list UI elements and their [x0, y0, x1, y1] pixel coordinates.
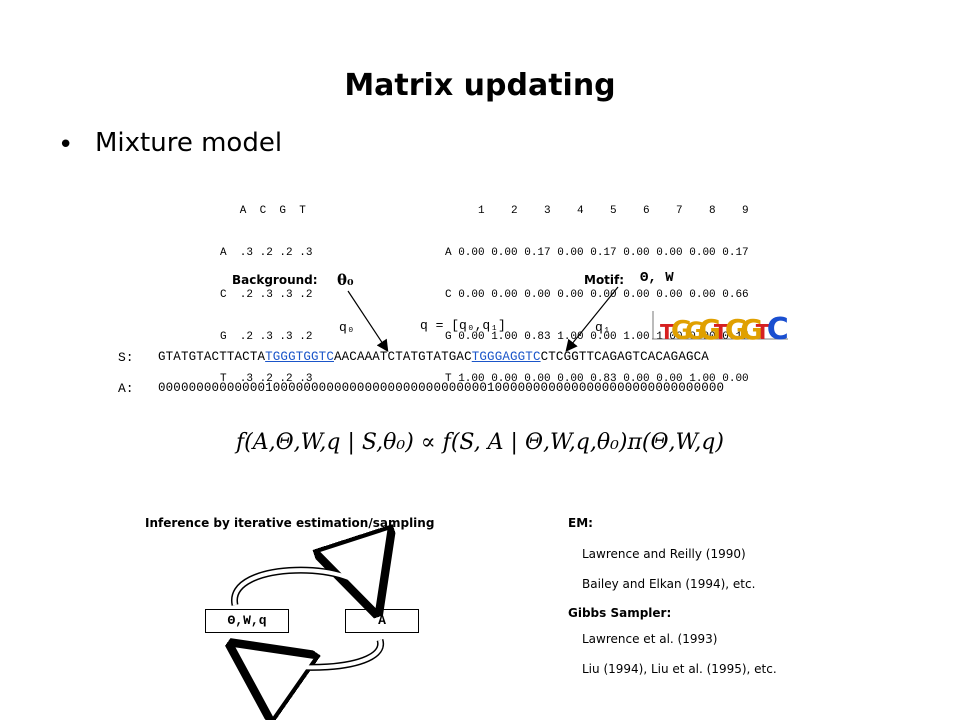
background-label: Background: — [232, 273, 318, 287]
gibbs-heading: Gibbs Sampler: — [568, 606, 672, 620]
sequence: GTATGTACTTACTATGGGTGGTCAACAAATCTATGTATGA… — [158, 350, 709, 364]
matrix-row: C 0.00 0.00 0.00 0.00 0.00 0.00 0.00 0.0… — [445, 289, 749, 301]
inference-label: Inference by iterative estimation/sampli… — [145, 516, 435, 530]
alignment-box: A — [345, 609, 419, 633]
matrix-row: T .3 .2 .2 .3 — [220, 373, 313, 385]
cycle-arrow-top-fill — [232, 568, 374, 606]
motif-site-1: TGGGTGGTC — [265, 350, 334, 364]
bullet-text: Mixture model — [95, 128, 283, 158]
matrix-row: A C G T — [220, 205, 306, 217]
matrix-row: A 0.00 0.00 0.17 0.00 0.17 0.00 0.00 0.0… — [445, 247, 749, 259]
logo-letter: T — [660, 320, 674, 343]
params-box: Θ,W,q — [205, 609, 289, 633]
matrix-row: C .2 .3 .3 .2 — [220, 289, 313, 301]
logo-letter: C — [767, 312, 789, 343]
sequence-logo: TGGGTGGTC — [652, 311, 789, 343]
sequence-segment: CTCGGTTCAGAGTCACAGAGCA — [540, 350, 709, 364]
posterior-equation: f(A,Θ,W,q | S,θ₀) ∝ f(S, A | Θ,W,q,θ₀)π(… — [236, 430, 724, 455]
sequence-label: S: — [118, 350, 134, 365]
motif-matrix: 1 2 3 4 5 6 7 8 9 A 0.00 0.00 0.17 0.00 … — [445, 176, 749, 400]
reference-item: Bailey and Elkan (1994), etc. — [582, 577, 756, 591]
reference-item: Liu (1994), Liu et al. (1995), etc. — [582, 662, 777, 676]
logo-letter: T — [756, 320, 770, 343]
reference-item: Lawrence et al. (1993) — [582, 632, 718, 646]
logo-letter: G — [699, 313, 722, 343]
q1-label: q₁ — [595, 320, 611, 335]
cycle-arrow-bottom-fill — [243, 639, 383, 670]
logo-letters: TGGGTGGTC — [660, 312, 789, 343]
bullet-marker: • — [58, 130, 74, 160]
q-definition: q = [q₀,q₁] — [420, 318, 506, 333]
background-matrix: A C G T A .3 .2 .2 .3 C .2 .3 .3 .2 G .2… — [220, 176, 312, 400]
alignment-label: A: — [118, 381, 134, 396]
motif-label: Motif: — [584, 273, 625, 287]
cycle-arrow-top — [231, 570, 372, 605]
motif-site-2: TGGGAGGTC — [471, 350, 541, 364]
matrix-row: A .3 .2 .2 .3 — [220, 247, 313, 259]
motif-params: Θ, W — [640, 270, 674, 286]
matrix-row: G .2 .3 .3 .2 — [220, 331, 313, 343]
em-heading: EM: — [568, 516, 593, 530]
matrix-row: 1 2 3 4 5 6 7 8 9 — [445, 205, 749, 217]
sequence-segment: AACAAATCTATGTATGAC — [334, 350, 472, 364]
logo-letter: G — [671, 316, 692, 343]
logo-letter: G — [685, 317, 705, 343]
q0-label: q₀ — [339, 320, 355, 335]
matrix-row: T 1.00 0.00 0.00 0.00 0.83 0.00 0.00 1.0… — [445, 373, 749, 385]
logo-letter: G — [740, 313, 763, 343]
logo-letter: T — [714, 320, 728, 343]
theta0-symbol: θ₀ — [337, 271, 354, 289]
alignment-indicator: 0000000000000010000000000000000000000000… — [158, 381, 725, 395]
sequence-segment: GTATGTACTTACTA — [158, 350, 266, 364]
cycle-arrow-bottom — [245, 640, 384, 667]
logo-letter: G — [725, 313, 748, 343]
reference-item: Lawrence and Reilly (1990) — [582, 547, 746, 561]
slide-title: Matrix updating — [344, 68, 616, 103]
